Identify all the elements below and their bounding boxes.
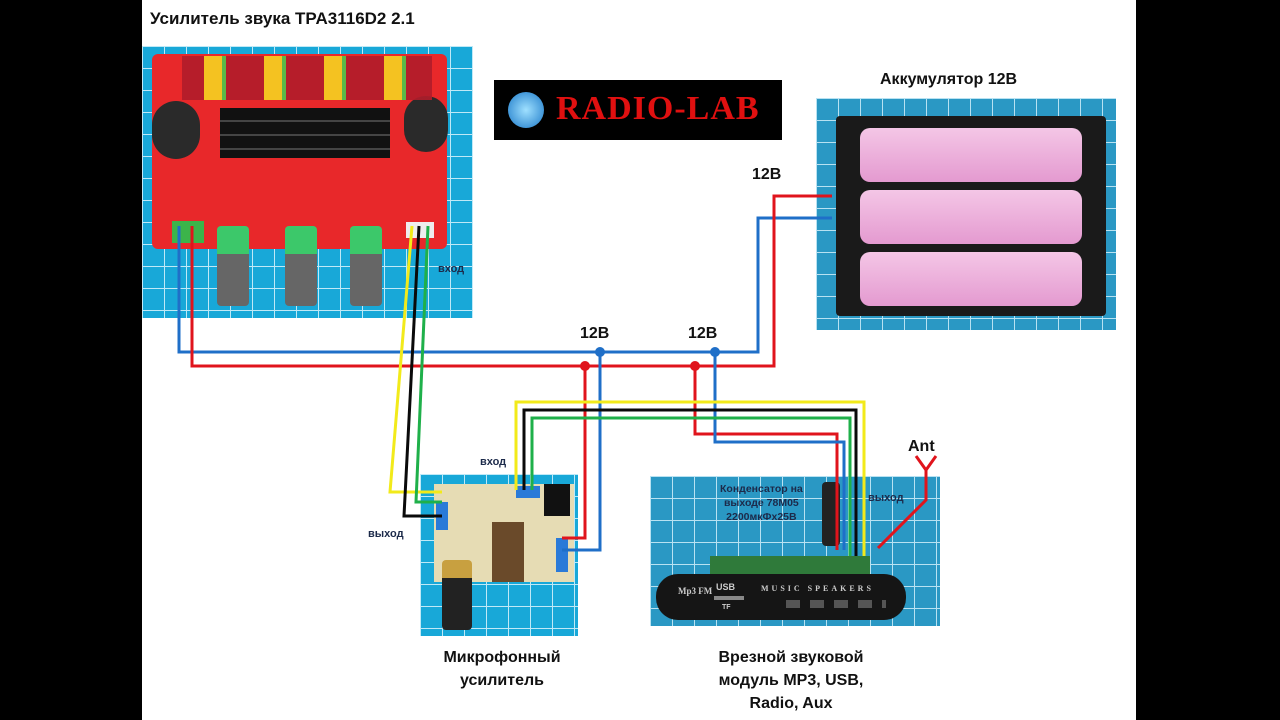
antenna-label: Ant — [908, 438, 935, 455]
mp3-front-panel: Mp3 FM USB MUSIC SPEAKERS TF — [656, 574, 906, 620]
voltage-label-battery: 12В — [752, 166, 782, 183]
capacitor-note: Конденсатор на выходе 78М05 2200мкФх25В — [720, 482, 803, 524]
mic-amp-power-terminal — [556, 538, 568, 572]
voltage-regulator — [544, 484, 570, 516]
mp3-brand-text: Mp3 FM — [678, 586, 713, 596]
mic-output-label: выход — [368, 528, 404, 540]
junction-plus-2 — [690, 361, 700, 371]
capacitor-right — [404, 96, 448, 152]
wiring-diagram: RADIO-LAB Mp3 FM USB MUSIC SPEAKERS TF У… — [142, 0, 1136, 720]
wire-plus-mic — [562, 366, 587, 540]
potentiometer-1 — [217, 226, 249, 306]
mp3-title-line-3: Radio, Aux — [749, 695, 833, 712]
capacitor-note-line-2: выходе 78М05 — [723, 497, 799, 509]
wire-minus-mp3 — [713, 352, 846, 550]
tf-slot-label: TF — [722, 604, 731, 611]
antenna-symbol — [914, 455, 938, 473]
capacitor-note-line-1: Конденсатор на — [720, 483, 803, 495]
mic-amp-title-line-2: усилитель — [460, 672, 544, 689]
wire-plus-mp3 — [693, 366, 839, 550]
wire-audio-right-amp — [414, 225, 442, 504]
mp3-module-title: Врезной звуковой модуль MP3, USB, Radio,… — [686, 646, 896, 715]
amp-input-label: вход — [438, 263, 465, 275]
mp3-output-label: выход — [868, 492, 904, 504]
wire-audio-left-mp3 — [514, 400, 866, 556]
music-speakers-text: MUSIC SPEAKERS — [761, 584, 874, 593]
wire-audio-gnd-mp3 — [522, 408, 858, 556]
volume-knob — [442, 560, 472, 630]
wire-antenna — [876, 470, 928, 550]
mp3-module-photo: Mp3 FM USB MUSIC SPEAKERS TF — [650, 476, 940, 626]
mic-amplifier-photo — [420, 474, 578, 636]
mp3-title-line-1: Врезной звуковой — [718, 649, 864, 666]
wire-audio-gnd-amp — [402, 225, 442, 518]
wire-plus-main — [190, 194, 832, 368]
battery-cell-1 — [860, 128, 1082, 182]
usb-port-label: USB — [716, 582, 736, 592]
headphone-jack — [492, 522, 524, 582]
amplifier-title: Усилитель звука TPA3116D2 2.1 — [150, 9, 415, 28]
capacitor-note-line-3: 2200мкФх25В — [726, 511, 797, 523]
voltage-label-junction-1: 12В — [580, 325, 610, 342]
battery-cell-2 — [860, 190, 1082, 244]
mic-amp-title: Микрофонный усилитель — [412, 646, 592, 692]
wire-audio-left-amp — [388, 225, 442, 494]
voltage-label-junction-2: 12В — [688, 325, 718, 342]
mic-amp-title-line-1: Микрофонный — [443, 649, 561, 666]
control-buttons — [786, 600, 886, 608]
battery-title: Аккумулятор 12В — [880, 71, 1018, 88]
wire-minus-main — [177, 216, 832, 354]
wire-audio-right-mp3 — [530, 416, 852, 556]
logo-text: RADIO-LAB — [556, 90, 760, 127]
amplifier-board-photo — [142, 46, 473, 318]
mic-input-label: вход — [480, 456, 507, 468]
mp3-title-line-2: модуль MP3, USB, — [718, 672, 864, 689]
junction-plus-1 — [580, 361, 590, 371]
junction-minus-1 — [595, 347, 605, 357]
inductors-row — [182, 56, 432, 100]
mic-amp-input-terminal — [516, 486, 540, 498]
battery-cell-3 — [860, 252, 1082, 306]
potentiometer-3 — [350, 226, 382, 306]
power-icon — [508, 92, 544, 128]
heatsink — [220, 108, 390, 158]
potentiometer-2 — [285, 226, 317, 306]
junction-minus-2 — [710, 347, 720, 357]
battery-pack-photo — [816, 98, 1116, 330]
wiring-lines — [177, 194, 938, 556]
radio-lab-logo: RADIO-LAB — [494, 80, 782, 140]
wire-minus-mic — [562, 352, 602, 552]
capacitor-left — [152, 101, 200, 159]
usb-port — [714, 596, 744, 600]
